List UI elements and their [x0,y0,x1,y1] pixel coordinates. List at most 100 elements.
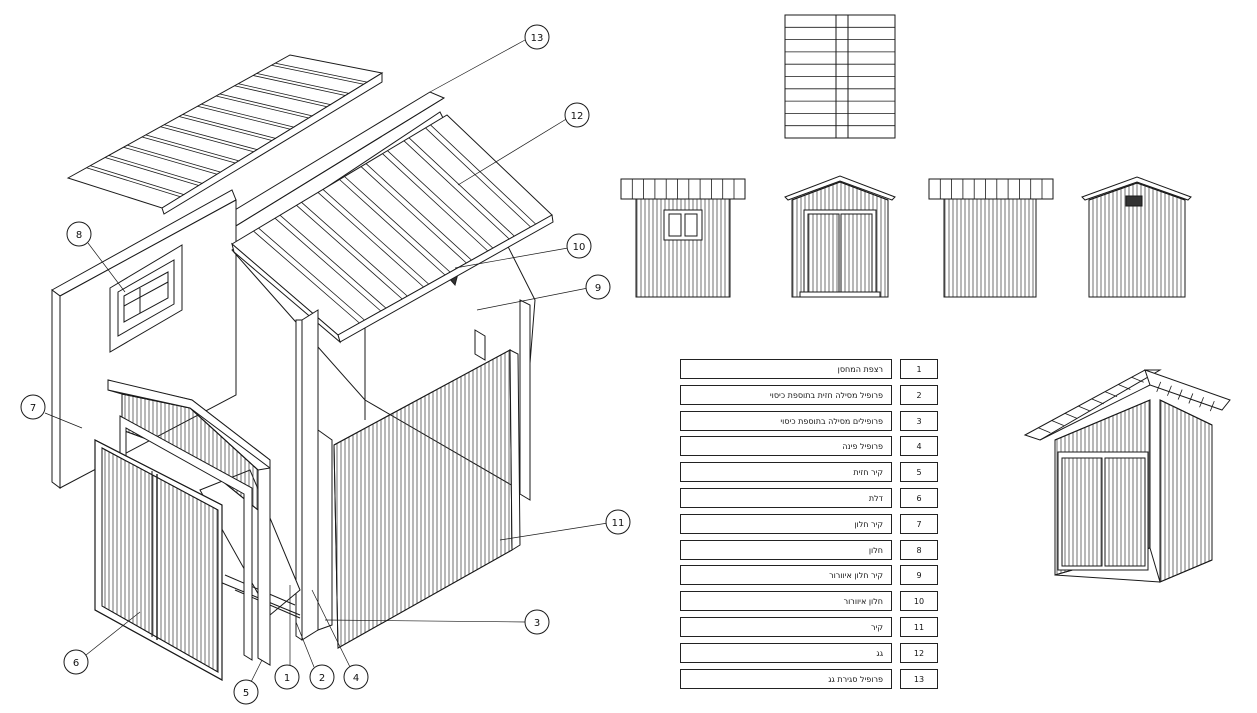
callout-12 [564,102,590,128]
legend-part-label: רצפת המחסן [680,359,892,379]
legend-part-number: 8 [900,539,938,560]
drawing-line [252,75,346,96]
drawing-line [430,124,536,225]
legend-row: חלון 8 [680,539,940,562]
legend-part-label: חלון [680,539,892,560]
drawing-line [403,140,510,240]
drawing-line [1104,391,1118,398]
vent-window-shape [1125,195,1143,207]
drawing-line [1118,384,1131,390]
legend-part-number: 1 [900,359,938,379]
callout-number: 10 [573,242,586,253]
legend-part-label: קיר חזית [680,462,892,483]
drawing-line [178,116,273,141]
corner-profile [295,309,333,641]
callout-number: 7 [30,403,36,414]
callout-number: 11 [612,518,625,529]
callout-number: 5 [243,688,249,699]
callout-9 [585,274,611,300]
exploded-view: 13 12 10 9 11 3 4 2 1 5 6 7 8 [20,24,631,705]
drawing-line [215,95,309,119]
drawing-line [274,217,382,312]
callout-number: 12 [571,111,584,122]
callout-10 [566,233,592,259]
drawing-line [1131,376,1144,383]
legend-part-label: קיר חלון [680,513,892,534]
legend-row: פרופיל סגירת גג 13 [680,668,940,691]
callout-leaders [44,39,609,683]
drawing-line [253,230,360,324]
legend-part-label: גג [680,642,892,663]
drawing-line [1038,427,1051,434]
drawing-line [104,157,199,186]
callout-number: 9 [595,283,601,294]
legend-part-number: 10 [900,591,938,612]
elevation-wall-side [928,178,1054,298]
shed-doors [94,439,223,682]
legend-part-label: פרופיל סגירת גג [680,668,892,689]
drawing-line [258,227,365,321]
roof-panel-left [66,54,384,215]
drawing-line [164,124,258,151]
drawing-line [382,153,489,252]
drawing-line [1078,405,1091,412]
drawing-line [408,137,515,237]
legend-part-label: פרופיל מסילה חזית בתוספת כיסוי [680,384,892,405]
legend-row: גג 12 [680,642,940,665]
callout-7 [20,394,46,420]
drawing-line [123,146,218,175]
drawing-line [271,64,364,85]
legend-part-number: 13 [900,668,938,689]
drawing-line [1156,381,1162,393]
drawing-line [219,93,313,117]
drawing-line [425,127,531,228]
drawing-line [1064,412,1078,419]
drawing-line [86,167,181,198]
callout-numbers: 13 12 10 9 11 3 4 2 1 5 6 7 8 [30,33,625,699]
drawing-line [1091,398,1104,405]
legend-part-number: 2 [900,384,938,405]
drawing-line [296,205,403,300]
elevation-rear [1081,176,1192,298]
legend-part-number: 6 [900,488,938,508]
callout-2 [309,664,335,690]
callout-number: 13 [531,33,544,44]
drawing-line [279,214,387,309]
drawing-line [108,155,203,184]
drawing-line [339,179,446,276]
drawing-line [1177,389,1183,400]
callout-number: 6 [73,658,79,669]
drawing-line [1188,393,1194,404]
drawing-line [360,166,467,264]
drawing-line [141,136,236,164]
legend-part-label: קיר [680,617,892,637]
legend-part-label: קיר חלון איוורור [680,565,892,586]
callout-number: 3 [534,618,540,629]
drawing-line [317,192,424,288]
callout-1 [274,664,300,690]
legend-part-number: 5 [900,462,938,483]
drawing-line [238,83,332,106]
callout-5 [233,679,259,705]
callout-6 [63,649,89,675]
drawing-line [1199,397,1204,408]
callout-number: 2 [319,673,325,684]
legend-row: חלון איוורור 10 [680,591,940,613]
drawing-line [182,114,277,139]
drawing-line [256,73,350,94]
drawing-line [160,126,254,153]
drawing-line [1209,400,1215,412]
legend-part-number: 12 [900,642,938,663]
drawing-line [201,103,295,128]
callout-8 [66,221,92,247]
drawing-line [344,176,451,273]
legend-part-label: חלון איוורור [680,591,892,612]
drawing-line [197,105,291,130]
drawing-line [322,189,429,285]
elevation-window-side [620,178,746,298]
drawing-line [1051,420,1064,426]
legend-part-number: 3 [900,410,938,431]
legend-part-label: פרופיל פינה [680,436,892,457]
